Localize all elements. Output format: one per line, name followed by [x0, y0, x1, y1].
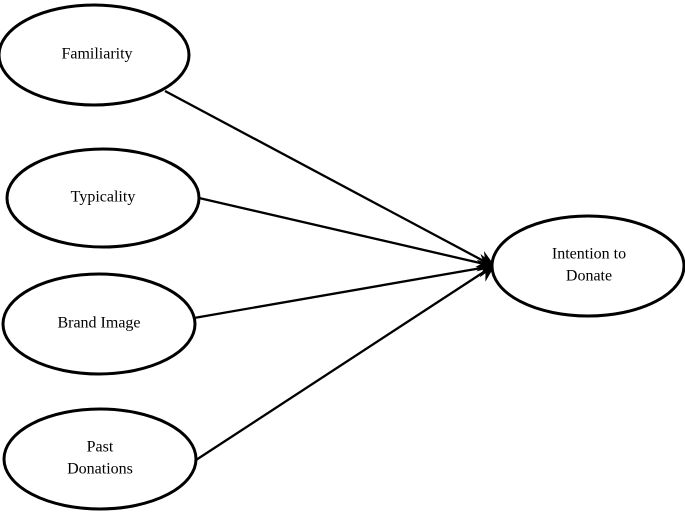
- node-typicality: Typicality: [5, 147, 201, 249]
- node-intention-label-line2: Donate: [566, 268, 612, 285]
- node-familiarity-label: Familiarity: [61, 46, 132, 63]
- edge-typicality-to-intention: [198, 196, 496, 272]
- node-intention-label-line1: Intention to: [552, 246, 626, 263]
- node-typicality-label: Typicality: [71, 189, 136, 206]
- edge-familiarity-to-intention: [164, 89, 496, 268]
- edge-past-donations-to-intention: [195, 264, 496, 461]
- node-brand-image-label: Brand Image: [57, 315, 140, 332]
- node-familiarity: Familiarity: [0, 3, 191, 107]
- node-past-donations-label-line2: Donations: [67, 461, 133, 478]
- node-brand-image: Brand Image: [1, 272, 197, 376]
- edge-brand-image-to-intention: [193, 259, 496, 320]
- node-past-donations: Past Donations: [2, 407, 198, 511]
- node-past-donations-label-line1: Past: [87, 439, 114, 456]
- node-intention-to-donate: Intention to Donate: [490, 214, 685, 318]
